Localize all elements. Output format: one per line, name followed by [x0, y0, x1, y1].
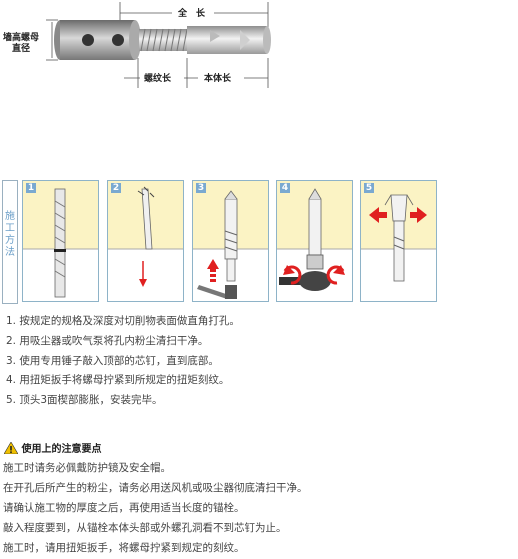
- right-arrow-icon: [417, 207, 427, 223]
- warning-icon: [3, 441, 19, 455]
- anchor-dimension-diagram: 全 长 墙高螺母 直径 螺纹长 本体长: [3, 2, 271, 88]
- blower-nozzle: [141, 188, 153, 250]
- up-arrow-icon: [207, 259, 219, 269]
- list-item: 5. 顶头3面楔部膨胀，安装完毕。: [6, 394, 163, 407]
- list-item: 2. 用吸尘器或吹气泵将孔内粉尘清扫干净。: [6, 334, 209, 347]
- drill-bit: [54, 188, 66, 298]
- nut-diameter-label-2: 直径: [12, 42, 30, 54]
- instruction-list: 1. 按规定的规格及深度对切削物表面做直角打孔。 2. 用吸尘器或吹气泵将孔内粉…: [6, 312, 240, 411]
- step-number: 1: [26, 183, 36, 193]
- left-arrow-icon: [369, 207, 379, 223]
- expanded-anchor: [390, 194, 408, 222]
- step-5-panel: 5: [360, 180, 437, 302]
- step-4-panel: 4: [276, 180, 353, 302]
- method-side-label: 施工方法: [2, 180, 18, 304]
- list-item: 4. 用扭矩扳手将螺母拧紧到所规定的扭矩刻纹。: [6, 374, 230, 387]
- step-number: 4: [280, 183, 290, 193]
- body-length-label: 本体长: [204, 72, 232, 84]
- anchor-body: [187, 26, 267, 54]
- list-item: 请确认施工物的厚度之后，再使用适当长度的锚栓。: [3, 502, 245, 514]
- thread-length-label: 螺纹长: [144, 72, 172, 84]
- list-item: 施工时，请用扭矩扳手，将螺母拧紧到规定的刻纹。: [3, 542, 245, 554]
- list-item: 敲入程度要到，从锚栓本体头部或外螺孔洞看不到芯钉为止。: [3, 522, 287, 534]
- list-item: 3. 使用专用锤子敲入顶部的芯钉，直到底部。: [6, 354, 219, 367]
- step-1-panel: 1: [22, 180, 99, 302]
- step-2-panel: 2: [107, 180, 184, 302]
- total-length-label: 全 长: [177, 7, 206, 19]
- nut-diameter-label-1: 墙高螺母: [3, 31, 39, 43]
- step-3-panel: 3: [192, 180, 269, 302]
- list-item: 在开孔后所产生的粉尘，请务必用送风机或吸尘器彻底清扫干净。: [3, 482, 308, 494]
- notes-list: 施工时请务必佩戴防护镜及安全帽。 在开孔后所产生的粉尘，请务必用送风机或吸尘器彻…: [3, 458, 308, 558]
- list-item: 1. 按规定的规格及深度对切削物表面做直角打孔。: [6, 315, 240, 327]
- notes-title: 使用上的注意要点: [3, 440, 101, 455]
- nut-icon: [306, 254, 324, 270]
- list-item: 施工时请务必佩戴防护镜及安全帽。: [3, 462, 171, 474]
- thread-part: [139, 29, 187, 51]
- step-number: 3: [196, 183, 206, 193]
- hammer-icon: [197, 285, 229, 299]
- step-number: 5: [364, 183, 374, 193]
- step-number: 2: [111, 183, 121, 193]
